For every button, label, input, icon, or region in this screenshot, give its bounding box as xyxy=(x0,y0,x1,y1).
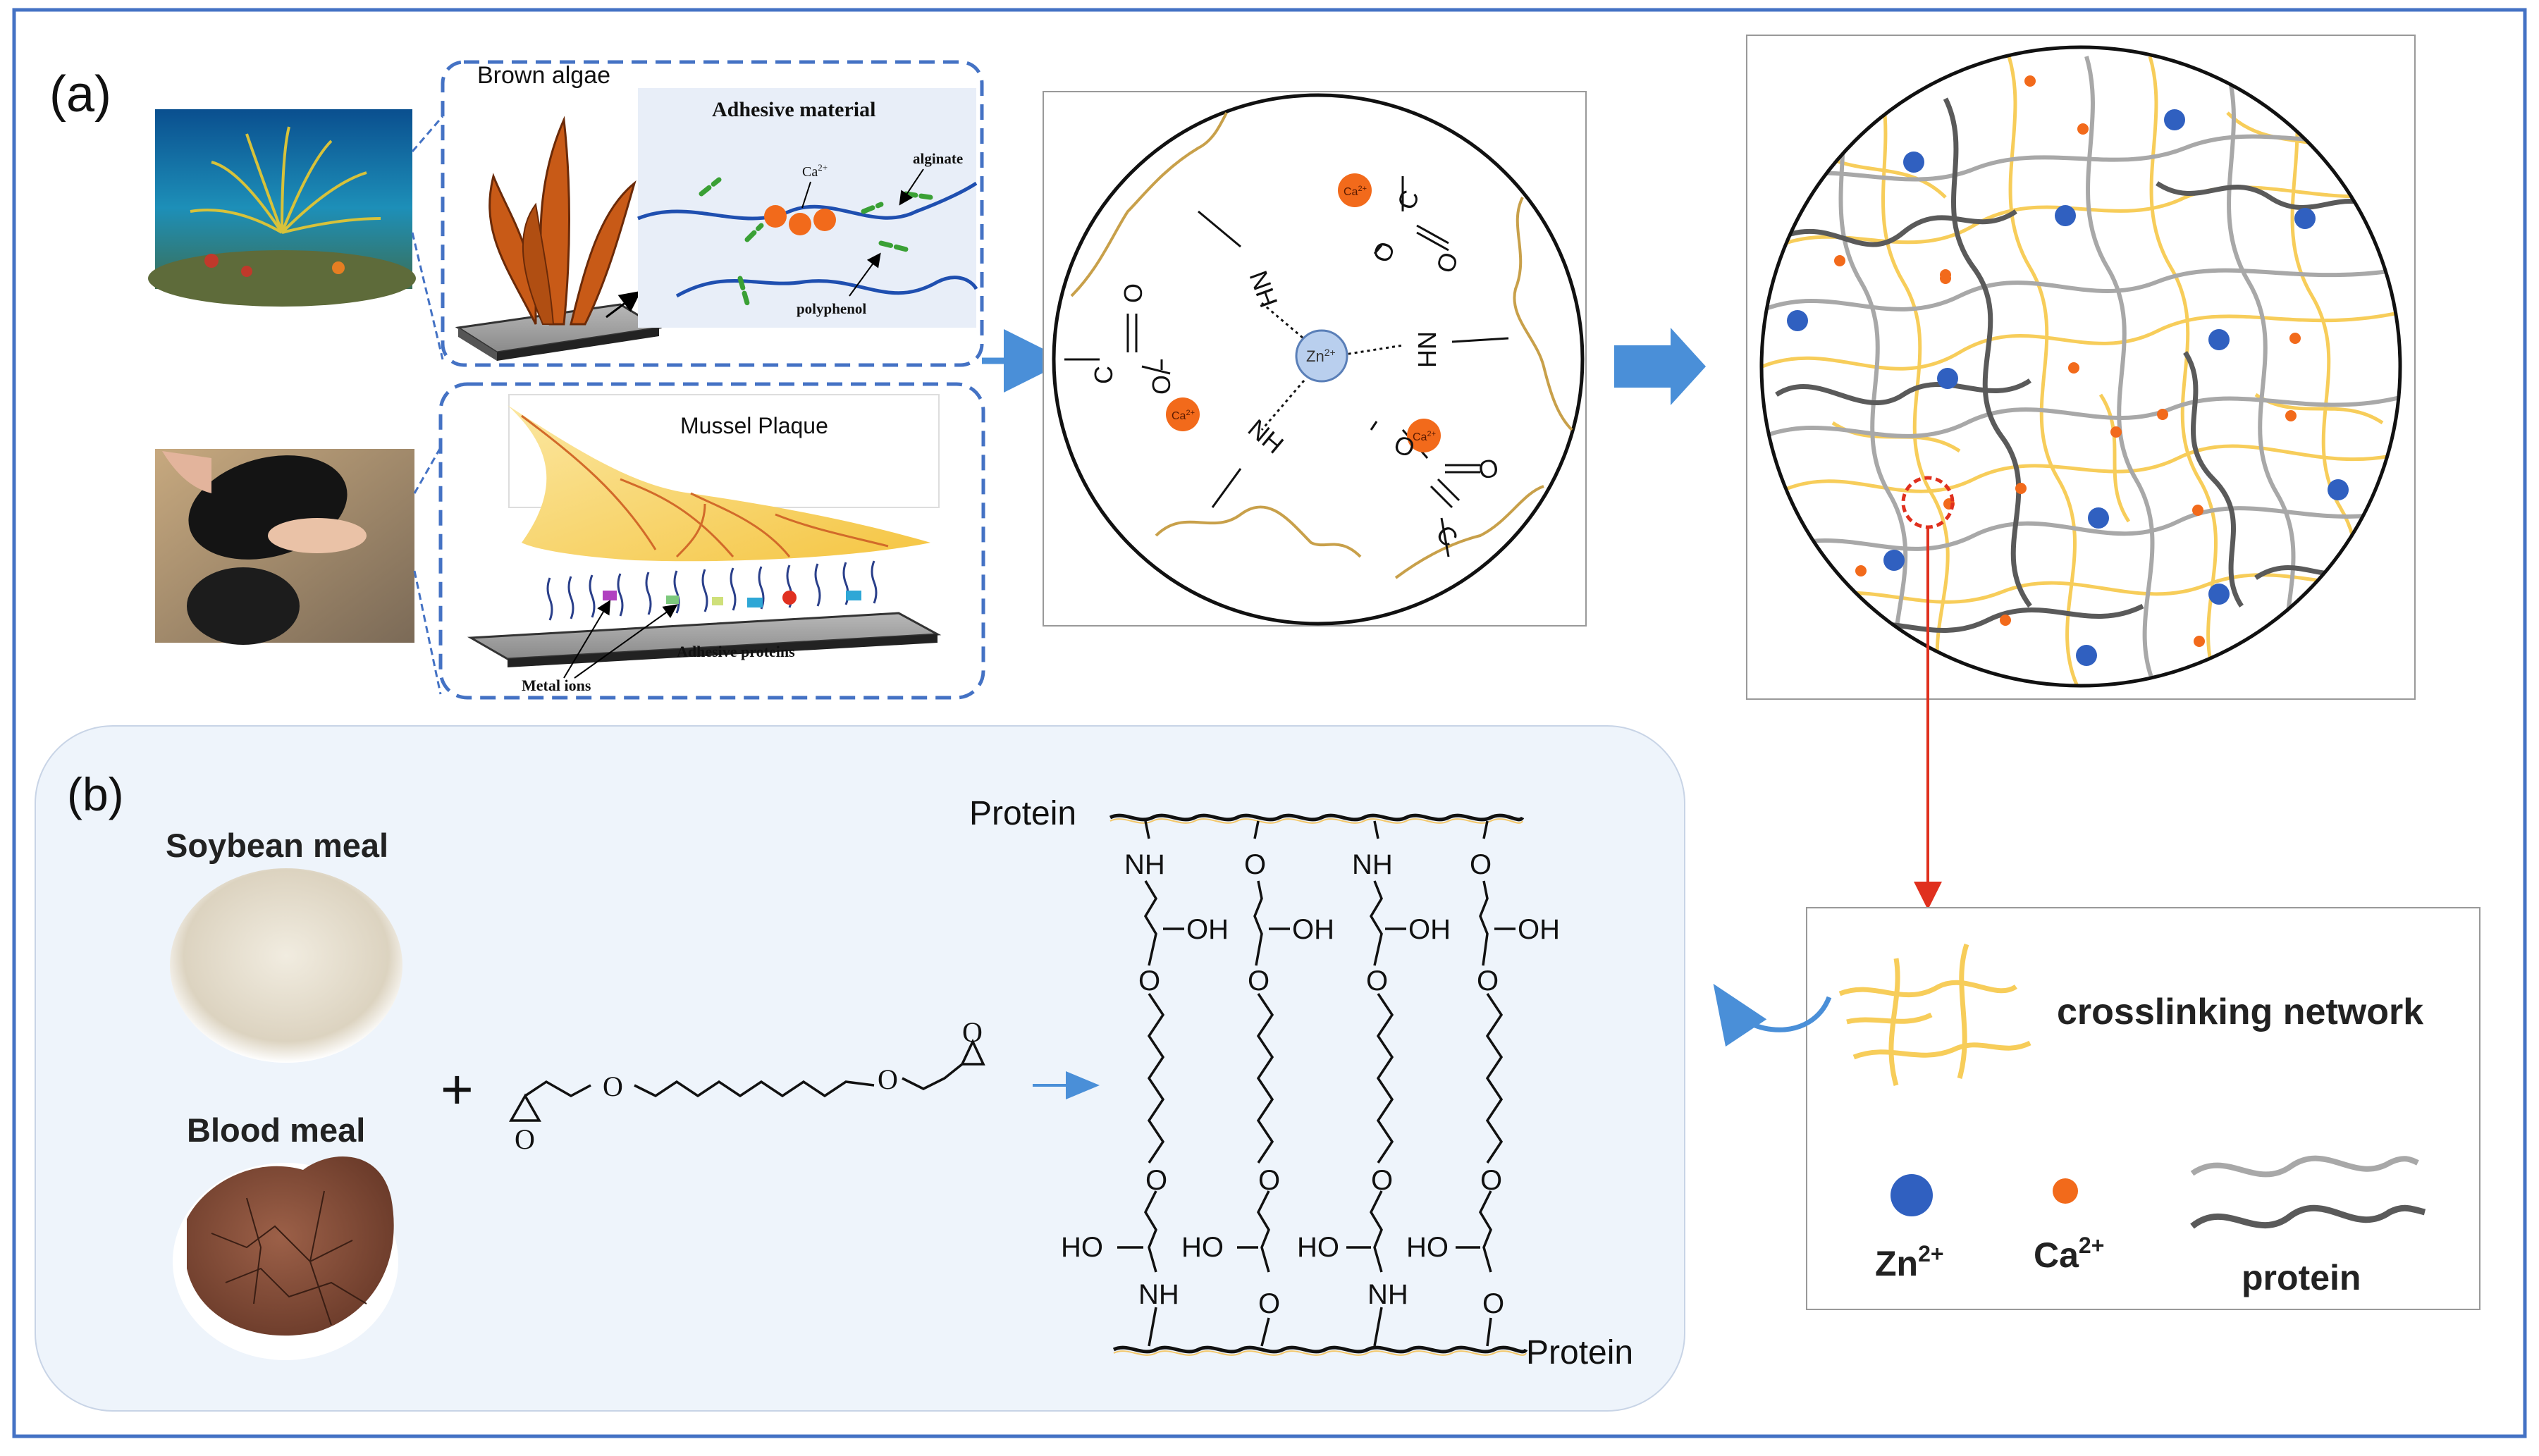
o-mid-bot-3: O xyxy=(1371,1165,1393,1196)
legend-box xyxy=(1806,907,2480,1310)
panel-a-label: (a) xyxy=(49,66,111,123)
zn-ion-label: Zn2+ xyxy=(1306,347,1336,365)
nh-bot-3: NH xyxy=(1367,1279,1408,1310)
coordination-protein-chains xyxy=(1070,112,1573,579)
soybean-photo xyxy=(170,868,402,1063)
charge-marks xyxy=(1160,245,1383,431)
protein-bottom-chain xyxy=(1112,1345,1528,1354)
o-top-4: O xyxy=(1470,849,1492,880)
network-box xyxy=(1746,35,2416,700)
oh-1: OH xyxy=(1186,914,1229,945)
panel-b-label: (b) xyxy=(67,768,124,820)
ca-ion-2-label: Ca2+ xyxy=(1172,409,1195,422)
legend-crosslink-glyph xyxy=(1838,943,2031,1086)
zn-ion xyxy=(1295,329,1348,383)
o-bot-4: O xyxy=(1482,1288,1504,1319)
crosslinker-molecule xyxy=(508,1038,985,1122)
c-label-1: C xyxy=(1089,366,1118,384)
ca-ion-1 xyxy=(1338,173,1372,207)
protein-bottom-label: Protein xyxy=(1526,1334,1633,1371)
figure-frame xyxy=(12,8,2527,1438)
ho-3: HO xyxy=(1297,1232,1339,1263)
o-mid-bot-1: O xyxy=(1145,1165,1167,1196)
blood-label: Blood meal xyxy=(187,1111,365,1149)
o-minus-label-1: O xyxy=(1147,375,1176,395)
ho-2: HO xyxy=(1181,1232,1224,1263)
o-mid-top-3: O xyxy=(1366,965,1388,997)
nh-top-3: NH xyxy=(1352,849,1393,880)
oh-3: OH xyxy=(1408,914,1451,945)
adhesive-material-inset: Adhesive material Ca2+ alginate polyphen… xyxy=(637,88,978,328)
algae-photo xyxy=(148,109,416,307)
algae-drawing xyxy=(455,116,663,361)
arrow-to-network xyxy=(1614,328,1706,405)
coordination-chemistry xyxy=(1064,176,1509,557)
mussel-photo xyxy=(155,449,414,645)
panel-b-box xyxy=(35,725,1685,1412)
adhesive-material-title: Adhesive material xyxy=(712,98,875,121)
legend-ca-dot xyxy=(2053,1178,2078,1204)
o-mid-top-2: O xyxy=(1248,965,1270,997)
legend-zn-label: Zn2+ xyxy=(1875,1241,1944,1283)
legend-protein-label: protein xyxy=(2242,1258,2361,1297)
mussel-plaque-title: Mussel Plaque xyxy=(680,413,828,438)
brown-algae-title: Brown algae xyxy=(477,62,610,89)
algae-ca-label: Ca2+ xyxy=(802,162,828,180)
legend-ca-label: Ca2+ xyxy=(2034,1233,2104,1275)
blood-meal-photo xyxy=(173,1156,398,1360)
legend-zn-dot xyxy=(1891,1174,1933,1216)
network-circle xyxy=(1759,45,2402,688)
legend-protein-dark xyxy=(2190,1204,2426,1229)
o-bot-2: O xyxy=(1258,1288,1280,1319)
plus-sign: + xyxy=(441,1058,474,1121)
polyphenol-label: polyphenol xyxy=(797,300,866,317)
ca-ion-2 xyxy=(1166,397,1200,431)
ca-ion-1-label: Ca2+ xyxy=(1344,185,1367,198)
ca-ion-3 xyxy=(1407,419,1441,452)
legend-protein-light xyxy=(2190,1155,2419,1178)
ho-4: HO xyxy=(1406,1232,1449,1263)
crosslinker-o-2: O xyxy=(878,1063,898,1095)
linker-columns xyxy=(1117,820,1516,1347)
protein-top-chain xyxy=(1109,813,1525,822)
protein-top-label: Protein xyxy=(969,795,1076,832)
soybean-label: Soybean meal xyxy=(166,827,388,864)
o-mid-bot-4: O xyxy=(1480,1165,1502,1196)
o-mid-top-4: O xyxy=(1477,965,1499,997)
oh-4: OH xyxy=(1518,914,1560,945)
ca-ion-3-label: Ca2+ xyxy=(1413,430,1436,443)
adhesive-proteins-label: Adhesive proteins xyxy=(677,643,795,660)
alginate-label: alginate xyxy=(913,150,963,167)
return-arrow xyxy=(1713,983,1832,1047)
oh-2: OH xyxy=(1292,914,1334,945)
crosslinker-o-1: O xyxy=(603,1071,623,1102)
legend-crosslinking-label: crosslinking network xyxy=(2057,992,2423,1032)
nh-label-2: NH xyxy=(1413,331,1441,368)
mussel-plaque-drawing: Mussel Plaque Metal ions Adhesive protei… xyxy=(467,394,942,694)
epoxide-o-1: O xyxy=(515,1123,535,1155)
epoxide-o-2: O xyxy=(962,1016,983,1048)
ho-1: HO xyxy=(1061,1232,1103,1263)
o-top-2: O xyxy=(1244,849,1266,880)
o-label-1: O xyxy=(1119,283,1148,303)
nh-bot-1: NH xyxy=(1138,1279,1179,1310)
nh-top-1: NH xyxy=(1124,849,1165,880)
metal-ions-label: Metal ions xyxy=(522,677,591,694)
o-mid-top-1: O xyxy=(1138,965,1160,997)
o-mid-bot-2: O xyxy=(1258,1165,1280,1196)
